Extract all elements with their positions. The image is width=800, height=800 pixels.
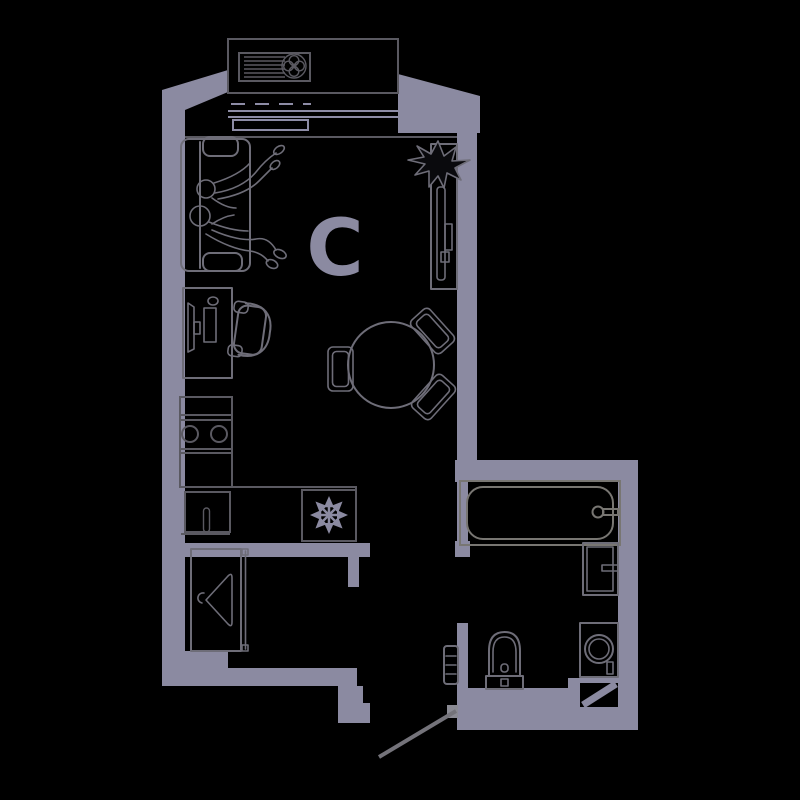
unit-label: C xyxy=(306,204,363,294)
faucet-icon xyxy=(202,507,211,533)
drum-icon xyxy=(584,634,614,664)
walls xyxy=(162,70,638,730)
basin-tap-icon xyxy=(601,564,619,572)
entrance-door-leaf xyxy=(377,709,458,759)
ac-louver-icon xyxy=(244,56,285,78)
refrigerator xyxy=(301,489,357,542)
toilet xyxy=(485,631,524,690)
ac-fan-icon xyxy=(281,53,307,79)
wardrobe xyxy=(190,548,249,652)
radiator xyxy=(443,645,459,685)
desk xyxy=(182,287,233,379)
washbasin xyxy=(582,542,619,596)
bathroom-door xyxy=(580,681,618,708)
bathtub xyxy=(459,480,621,546)
chair-left xyxy=(327,346,354,392)
kitchen-sink xyxy=(181,491,231,535)
chair-top-right xyxy=(409,307,456,355)
air-conditioner-unit xyxy=(227,38,399,94)
washing-machine xyxy=(579,622,619,678)
plant xyxy=(407,140,471,189)
lounging-people xyxy=(189,144,287,270)
entrance-door xyxy=(377,705,458,759)
mouse-icon xyxy=(207,296,219,306)
tub-faucet-icon xyxy=(602,508,619,516)
plant-icon xyxy=(407,140,471,189)
tv-stand xyxy=(430,143,458,290)
burner-icon xyxy=(210,425,228,443)
hanger-icon xyxy=(197,573,233,627)
sofa xyxy=(180,136,251,272)
bathroom-door-leaf xyxy=(581,681,618,708)
snowflake-icon xyxy=(310,496,348,534)
burner-icon xyxy=(181,425,199,443)
office-chair xyxy=(226,300,272,358)
chair-bottom-right xyxy=(410,373,457,421)
balcony-window xyxy=(228,103,398,131)
dining-chairs xyxy=(327,307,457,421)
stove xyxy=(180,414,232,454)
